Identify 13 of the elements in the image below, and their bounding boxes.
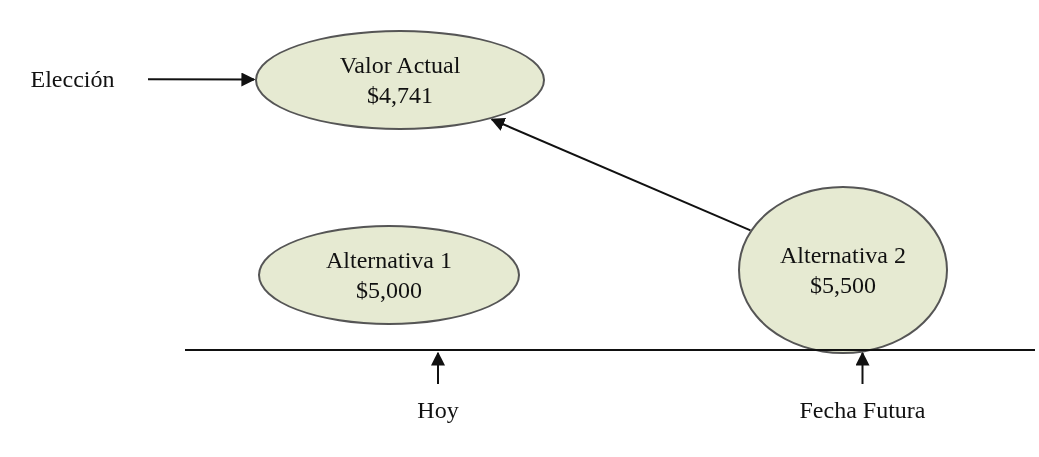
node-text: $4,741: [367, 81, 433, 110]
node-text: $5,000: [356, 276, 422, 305]
arrow: [147, 72, 256, 87]
node-text: Hoy: [417, 396, 459, 425]
node-text: Valor Actual: [339, 51, 461, 80]
node-text: $5,500: [810, 271, 876, 300]
node-text: Alternativa 2: [780, 241, 906, 270]
node-text: Alternativa 1: [326, 246, 452, 275]
arrow: [855, 351, 870, 385]
arrow: [431, 351, 445, 385]
timeline: [185, 349, 1035, 351]
node-text: Elección: [30, 65, 115, 94]
node-text: Fecha Futura: [799, 396, 926, 425]
